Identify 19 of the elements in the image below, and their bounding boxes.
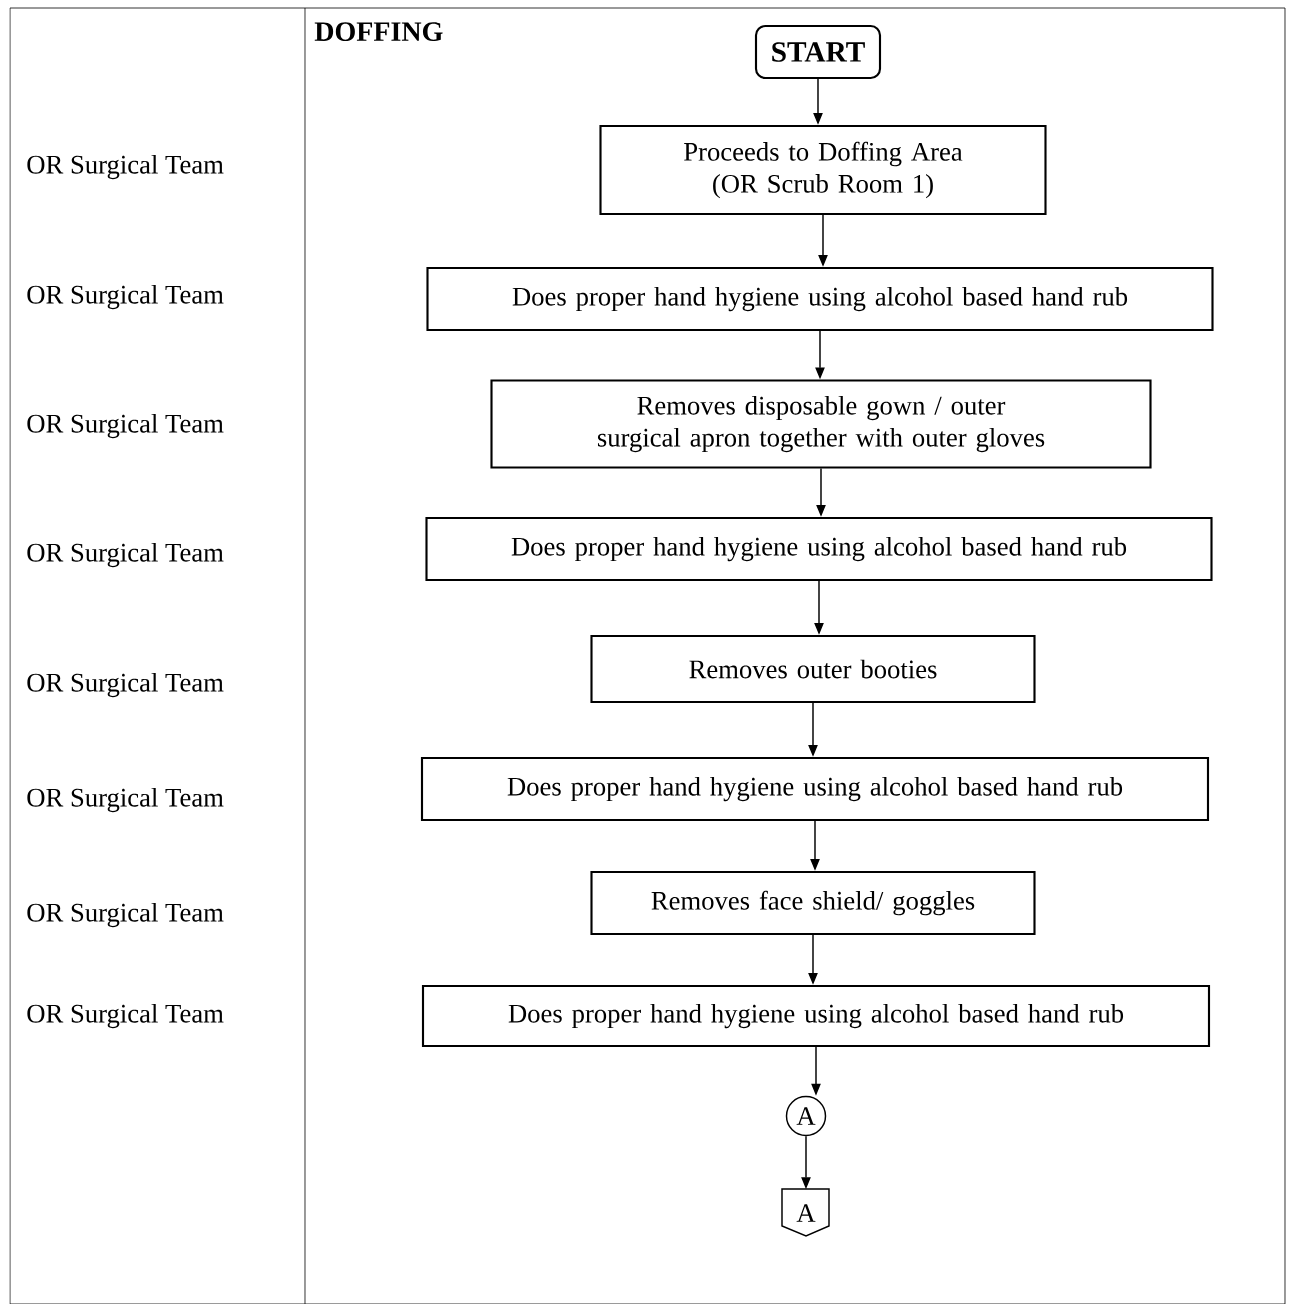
process-box: Removes disposable gown / outer surgical apron together with outer gloves <box>490 379 1152 469</box>
process-box: Removes face shield/ goggles <box>590 870 1036 936</box>
process-box: Does proper hand hygiene using alcohol based hand rub <box>425 516 1213 582</box>
process-box: Does proper hand hygiene using alcohol based hand rub <box>426 266 1214 332</box>
heading: DOFFING <box>314 22 443 42</box>
process-box: Proceeds to Doffing Area (OR Scrub Room 1) <box>599 124 1047 216</box>
process-box: Does proper hand hygiene using alcohol based hand rub <box>421 984 1211 1048</box>
process-box: Does proper hand hygiene using alcohol based hand rub <box>420 756 1210 822</box>
role-label: OR Surgical Team <box>27 284 224 310</box>
role-label: OR Surgical Team <box>27 413 224 439</box>
role-label: OR Surgical Team <box>27 1003 224 1029</box>
role-label: OR Surgical Team <box>27 154 224 180</box>
start-terminal: START <box>754 24 882 80</box>
process-box: Removes outer booties <box>590 634 1036 704</box>
off-page-connector: A <box>781 1188 830 1237</box>
role-label: OR Surgical Team <box>27 787 224 813</box>
role-label: OR Surgical Team <box>27 672 224 698</box>
role-label: OR Surgical Team <box>27 902 224 928</box>
role-label: OR Surgical Team <box>27 542 224 568</box>
